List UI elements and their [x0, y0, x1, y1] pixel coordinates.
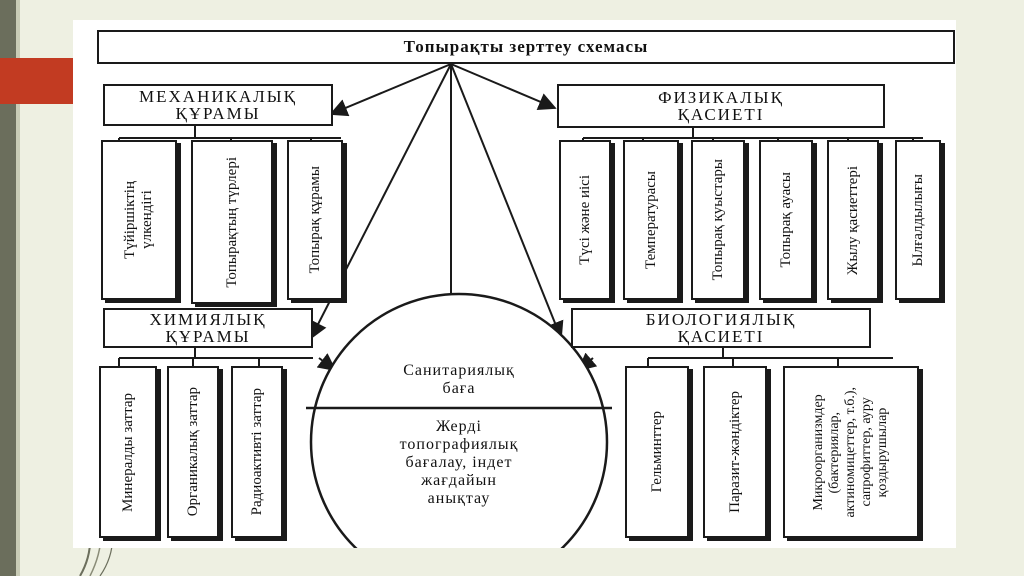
biological-item-microorganisms-line4: сапрофиттер, ауру [859, 397, 874, 507]
center-bottom-line5: анықтау [427, 490, 491, 507]
mechanical-item-soil-composition: Топырақ құрамы [287, 140, 343, 300]
physical-header: ФИЗИКАЛЫҚ ҚАСИЕТІ [557, 84, 885, 128]
biological-item-microorganisms-line1: Микроорганизмдер [811, 393, 826, 511]
mechanical-item-soil-types: Топырақтың түрлері [191, 140, 273, 304]
biological-item-parasite-insects: Паразит-жәндіктер [703, 366, 767, 538]
center-top-text: Санитариялық баға [331, 362, 587, 398]
biological-header-line1: БИОЛОГИЯЛЫҚ [645, 310, 797, 329]
chemical-item-radioactive-label: Радиоактивті заттар [248, 388, 265, 516]
left-decor-bar [0, 0, 16, 576]
chemical-item-organics: Органикалық заттар [167, 366, 219, 538]
chemical-item-minerals: Минералды заттар [99, 366, 157, 538]
chemical-header-line2: ҚҰРАМЫ [165, 327, 251, 346]
biological-header: БИОЛОГИЯЛЫҚ ҚАСИЕТІ [571, 308, 871, 348]
mechanical-item-soil-types-label: Топырақтың түрлері [223, 156, 240, 288]
physical-item-moisture-label: Ылғалдылығы [909, 173, 926, 267]
diagram-title: Топырақты зерттеу схемасы [97, 30, 955, 64]
center-bottom-line3: бағалау, індет [405, 454, 513, 471]
mechanical-item-soil-composition-label: Топырақ құрамы [306, 166, 323, 274]
chemical-item-radioactive: Радиоактивті заттар [231, 366, 283, 538]
diagram-panel: Топырақты зерттеу схемасы МЕХАНИКАЛЫҚ ҚҰ… [73, 20, 956, 548]
physical-item-thermal-properties: Жылу қасиеттері [827, 140, 879, 300]
biological-item-microorganisms-line2: (бактериялар, [827, 411, 842, 493]
mechanical-header: МЕХАНИКАЛЫҚ ҚҰРАМЫ [103, 84, 333, 126]
mechanical-header-line1: МЕХАНИКАЛЫҚ [139, 87, 297, 106]
physical-item-moisture: Ылғалдылығы [895, 140, 941, 300]
center-top-line1: Санитариялық [403, 362, 515, 379]
center-bottom-line4: жағдайын [421, 472, 497, 489]
mechanical-item-grain-size: Түйіршіктің үлкендігі [101, 140, 177, 300]
physical-item-soil-pores: Топырақ қуыстары [691, 140, 745, 300]
chemical-header: ХИМИЯЛЫҚ ҚҰРАМЫ [103, 308, 313, 348]
biological-item-microorganisms-line3: актиномицеттер, т.б.), [843, 386, 858, 518]
physical-item-color-smell-label: Түсі және иісі [576, 175, 593, 265]
chemical-item-minerals-label: Минералды заттар [119, 392, 136, 512]
physical-item-soil-pores-label: Топырақ қуыстары [709, 159, 726, 281]
biological-item-microorganisms: Микроорганизмдер (бактериялар, актиномиц… [783, 366, 919, 538]
red-accent-block [0, 58, 73, 104]
physical-item-thermal-properties-label: Жылу қасиеттері [844, 165, 861, 275]
mechanical-item-grain-size-line1: Түйіршіктің [122, 181, 138, 259]
left-decor-stripe [16, 0, 20, 576]
mechanical-item-grain-size-line2: үлкендігі [139, 190, 155, 250]
physical-item-soil-air-label: Топырақ ауасы [777, 172, 794, 268]
physical-header-line2: ҚАСИЕТІ [677, 105, 765, 124]
chemical-header-line1: ХИМИЯЛЫҚ [149, 310, 267, 329]
mechanical-header-line2: ҚҰРАМЫ [175, 104, 261, 123]
physical-item-color-smell: Түсі және иісі [559, 140, 611, 300]
center-top-line2: баға [442, 380, 476, 397]
biological-header-line2: ҚАСИЕТІ [677, 327, 765, 346]
center-bottom-text: Жерді топографиялық бағалау, індет жағда… [331, 418, 587, 508]
physical-item-soil-air: Топырақ ауасы [759, 140, 813, 300]
biological-item-helminths-label: Гельминттер [648, 411, 665, 493]
center-bottom-line2: топографиялық [399, 436, 519, 453]
biological-item-helminths: Гельминттер [625, 366, 689, 538]
physical-item-temperature-label: Температурасы [642, 171, 659, 269]
biological-item-parasite-insects-label: Паразит-жәндіктер [726, 391, 743, 513]
center-bottom-line1: Жерді [436, 418, 482, 435]
chemical-item-organics-label: Органикалық заттар [184, 387, 201, 517]
diagram-lines [118, 63, 923, 548]
physical-header-line1: ФИЗИКАЛЫҚ [658, 88, 784, 107]
physical-item-temperature: Температурасы [623, 140, 679, 300]
biological-item-microorganisms-line5: қоздырушылар [875, 407, 890, 497]
